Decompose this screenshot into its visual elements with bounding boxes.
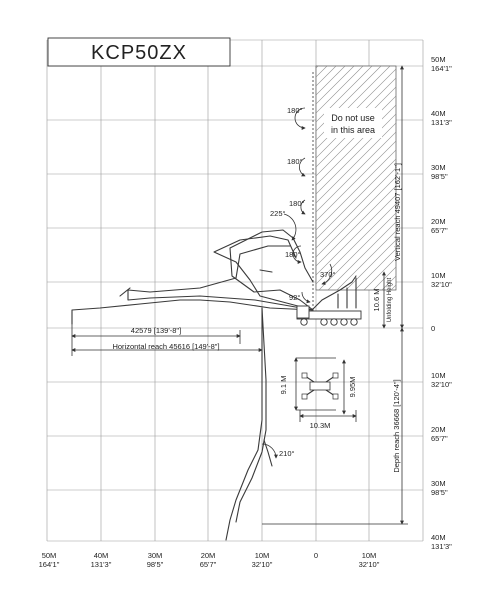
angle-label: 92° — [289, 293, 300, 302]
hatch-line — [336, 230, 396, 290]
hatch-line — [327, 221, 396, 290]
bottom-axis-meters: 50M — [42, 551, 57, 560]
hatch-line — [316, 68, 396, 150]
angle-label: 370° — [320, 270, 336, 279]
hatch-line — [316, 194, 396, 276]
right-axis-meters: 10M — [431, 371, 446, 380]
right-axis-meters: 20M — [431, 425, 446, 434]
outrigger-front-label: 9.1 M — [279, 376, 288, 395]
hatch-line — [316, 131, 396, 213]
hatch-line — [316, 95, 396, 177]
hatch-line — [400, 66, 500, 290]
hatch-line — [354, 248, 396, 290]
hatch-line — [316, 203, 396, 285]
angle-label: 180° — [285, 250, 301, 259]
depth-reach-label: Depth reach 36668 [120'-4"] — [392, 379, 401, 472]
depth-reach-dimension: Depth reach 36668 [120'-4"] — [262, 327, 408, 525]
bottom-axis-meters: 20M — [201, 551, 216, 560]
right-axis-feet: 65'7" — [431, 226, 448, 235]
right-axis-meters: 30M — [431, 163, 446, 172]
hatch-line — [316, 66, 355, 105]
boom-upper — [71, 229, 314, 325]
angle-label: 180° — [287, 157, 303, 166]
right-axis-meters: 40M — [431, 109, 446, 118]
unfolding-height-label: Unfolding Height — [387, 277, 393, 322]
hatch-line — [316, 167, 396, 249]
right-axis-meters: 10M — [431, 271, 446, 280]
no-use-label-2: in this area — [331, 125, 375, 135]
hatch-line — [316, 66, 373, 123]
hatch-line — [316, 140, 396, 222]
right-axis-feet: 131'3" — [431, 542, 452, 551]
right-axis-meters: 0 — [431, 324, 435, 333]
right-axis-labels: 50M 164'1" 40M 131'3" 30M 98'5" 20M 65'7… — [431, 55, 452, 551]
outrigger-rear-label: 9.95M — [348, 377, 357, 398]
bottom-axis-meters: 40M — [94, 551, 109, 560]
angle-labels: 180° 180° 180° 225° 180° 370° 92° 210° — [270, 106, 336, 458]
hatch-line — [316, 86, 396, 168]
bottom-axis-feet: 65'7" — [200, 560, 217, 569]
hatch-line — [409, 66, 500, 290]
hatch-line — [316, 77, 396, 159]
vertical-reach-label: Vertical reach 49407 [162'-1"] — [393, 163, 402, 261]
truck — [296, 275, 362, 326]
hatch-line — [316, 113, 396, 195]
no-use-zone: Do not use in this area — [76, 65, 500, 291]
right-axis-meters: 40M — [431, 533, 446, 542]
hatch-line — [76, 66, 300, 290]
bottom-axis-feet: 32'10" — [252, 560, 273, 569]
right-axis-feet: 98'5" — [431, 488, 448, 497]
model-title: KCP50ZX — [91, 42, 187, 64]
right-axis-feet: 32'10" — [431, 380, 452, 389]
no-use-label-1: Do not use — [331, 113, 375, 123]
right-axis-feet: 65'7" — [431, 434, 448, 443]
unfolding-height-value: 10.6 M — [372, 289, 381, 312]
hatch-line — [316, 185, 396, 267]
angle-label: 180° — [287, 106, 303, 115]
hatch-line — [316, 176, 396, 258]
horizontal-reach-label: Horizontal reach 45616 [149'-8"] — [112, 342, 219, 351]
right-axis-feet: 131'3" — [431, 118, 452, 127]
right-axis-feet: 164'1" — [431, 64, 452, 73]
hatch-line — [85, 66, 309, 290]
right-axis-meters: 30M — [431, 479, 446, 488]
bottom-axis-meters: 10M — [255, 551, 270, 560]
bottom-axis-meters: 10M — [362, 551, 377, 560]
right-axis-feet: 98'5" — [431, 172, 448, 181]
bottom-axis-meters: 30M — [148, 551, 163, 560]
angle-label: 210° — [279, 449, 295, 458]
boom-lower — [225, 307, 273, 541]
hatch-line — [316, 158, 396, 240]
angle-label: 225° — [270, 209, 286, 218]
horizontal-dimensions: 42579 [139'-8"] Horizontal reach 45616 [… — [71, 312, 263, 356]
unfolding-height-dimension: 10.6 M Unfolding Height — [372, 271, 393, 329]
title-box: KCP50ZX — [47, 37, 231, 67]
bottom-axis-feet: 98'5" — [147, 560, 164, 569]
dim-42579: 42579 [139'-8"] — [131, 326, 181, 335]
hatch-line — [316, 122, 396, 204]
hatch-line — [316, 104, 396, 186]
hatch-line — [316, 66, 391, 141]
angle-label: 180° — [289, 199, 305, 208]
bottom-axis-feet: 32'10" — [359, 560, 380, 569]
hatch-line — [316, 66, 364, 114]
outrigger-footprint: 9.1 M 9.95M 10.3M — [279, 357, 357, 430]
hatch-line — [318, 212, 396, 290]
hatch-line — [345, 239, 396, 290]
vertical-reach-dimension: Vertical reach 49407 [162'-1"] — [393, 65, 404, 329]
hatch-line — [316, 66, 346, 96]
right-axis-feet: 32'10" — [431, 280, 452, 289]
bottom-axis-meters: 0 — [314, 551, 318, 560]
hatch-line — [316, 66, 382, 132]
angle-arcs — [261, 107, 333, 459]
bottom-axis-feet: 164'1" — [39, 560, 60, 569]
hatch-line — [316, 149, 396, 231]
bottom-axis-labels: 50M 164'1" 40M 131'3" 30M 98'5" 20M 65'7… — [39, 551, 380, 569]
right-axis-meters: 20M — [431, 217, 446, 226]
right-axis-meters: 50M — [431, 55, 446, 64]
outrigger-width-label: 10.3M — [310, 421, 331, 430]
bottom-axis-feet: 131'3" — [91, 560, 112, 569]
